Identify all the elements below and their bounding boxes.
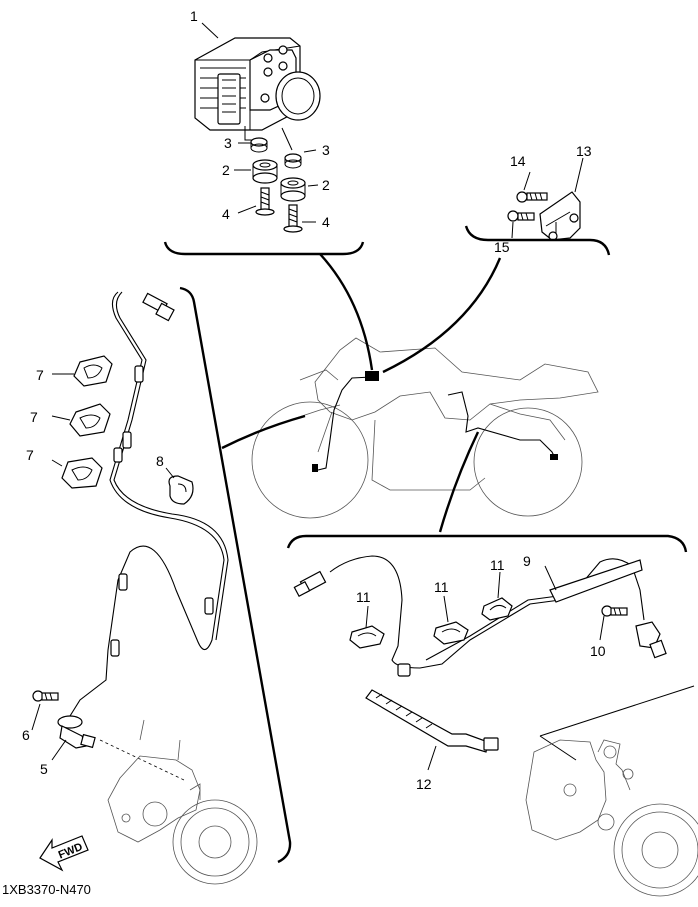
callout-15: 15: [494, 239, 510, 255]
leader-lines-bracket: [511, 157, 584, 239]
cable-clamp-11-middle: [433, 621, 469, 645]
abs-hydraulic-unit: [194, 37, 321, 151]
cable-clamp-11-left: [349, 625, 385, 649]
callout-9: 9: [523, 553, 531, 569]
rear-wheel-sensor-lead-9: [293, 555, 645, 677]
fwd-arrow-icon: [39, 835, 89, 872]
front-wheel-sensor-5: [57, 715, 96, 749]
callout-6: 6: [22, 727, 30, 743]
cable-clamp-7-bottom: [61, 457, 103, 489]
front-wheel-sensor-lead: [69, 291, 229, 717]
rear-wheel-sensor: [635, 621, 667, 659]
bracket-assembly: [539, 191, 581, 241]
callout-8: 8: [156, 453, 164, 469]
leader-lines-hydraulic: [201, 22, 319, 223]
bolt-6: [32, 690, 59, 702]
leader-line-cable-tie: [427, 745, 437, 771]
callout-4-left: 4: [222, 206, 230, 222]
cable-clamp-7-top: [73, 355, 113, 387]
cable-clamp-11-right: [481, 597, 513, 621]
callout-11-middle: 11: [434, 579, 449, 595]
callout-2-left: 2: [222, 162, 230, 178]
rear-caliper-and-disc: [525, 685, 698, 897]
frame-rear-sensor: [286, 534, 688, 553]
leader-lines-rear-sensor: [365, 565, 605, 641]
callout-7-top: 7: [36, 367, 44, 383]
grommet-2-right: [280, 177, 306, 202]
collar-3-right: [284, 153, 302, 169]
callout-12: 12: [416, 776, 432, 792]
front-fork-and-disc: [99, 719, 258, 885]
callout-13: 13: [576, 143, 592, 159]
callout-14: 14: [510, 153, 526, 169]
bolt-14: [516, 191, 548, 203]
bolt-4-left: [255, 187, 275, 216]
callout-7-bottom: 7: [26, 447, 34, 463]
bolt-10: [601, 605, 628, 617]
cable-clamp-7-middle: [69, 403, 111, 437]
diagram-code: 1XB3370-N470: [2, 882, 91, 897]
callout-5: 5: [40, 761, 48, 777]
leader-lines-clamps: [51, 373, 175, 479]
grommet-2-left: [252, 159, 278, 184]
callout-1: 1: [190, 8, 198, 24]
callout-3-left: 3: [224, 135, 232, 151]
callout-3-right: 3: [322, 142, 330, 158]
leader-lines-front-sensor: [31, 703, 67, 761]
cable-tie-12: [365, 689, 499, 753]
connector-lines: [221, 253, 502, 533]
callout-11-left: 11: [356, 589, 371, 605]
bolt-4-right: [283, 204, 303, 233]
rear-sensor-connector: [293, 570, 327, 598]
callout-4-right: 4: [322, 214, 330, 230]
motorcycle-outline: [251, 337, 599, 519]
frame-front-sensor: [179, 286, 292, 864]
callout-2-right: 2: [322, 177, 330, 193]
front-sensor-connector: [142, 292, 175, 322]
callout-10: 10: [590, 643, 606, 659]
bolt-15: [507, 210, 535, 222]
frame-hydraulic-unit: [163, 241, 365, 256]
frame-bracket: [464, 225, 611, 256]
motorcycle-harness: [312, 371, 558, 472]
callout-11-right: 11: [490, 557, 505, 573]
callout-7-middle: 7: [30, 409, 38, 425]
collar-3-left: [250, 137, 268, 153]
clip-8: [168, 475, 194, 505]
